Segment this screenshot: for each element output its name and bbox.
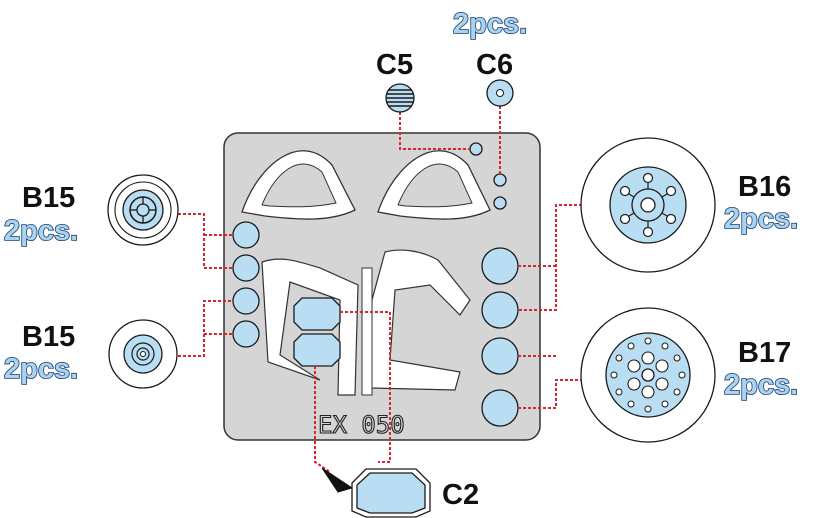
c6-label: C6: [476, 49, 513, 81]
b16-bolt-holes: [619, 172, 677, 238]
fret-part-c6-2: [493, 196, 507, 210]
callout-c5: C5: [376, 49, 415, 113]
leader-b15-bottom: [168, 300, 232, 357]
fret-part-b17-2: [481, 389, 519, 427]
fret-part-b15-2: [232, 254, 260, 282]
b15-top-spokes: [130, 197, 156, 223]
leader-c5: [399, 112, 470, 150]
wing-frame-left: [261, 258, 359, 396]
b16-qty: 2pcs.: [724, 203, 798, 235]
b15-bottom-qty: 2pcs.: [4, 353, 78, 385]
fret-part-b16-2: [481, 291, 519, 329]
b17-outer-holes: [610, 337, 686, 413]
b17-inner-holes: [627, 351, 669, 399]
c2-part: [356, 472, 426, 514]
leader-c2-a: [340, 311, 391, 463]
wing-strut-mid: [361, 267, 373, 396]
b15-bottom-ring-inner: [136, 347, 150, 361]
b16-label: B16: [738, 171, 791, 203]
fret-part-b15-1: [232, 221, 260, 249]
b15-bottom-label: B15: [22, 321, 75, 353]
fret-part-c6-1: [493, 173, 507, 187]
windshield-frame-right-inner: [397, 163, 473, 208]
fret-part-b16-1: [481, 247, 519, 285]
callout-c6: C6 2pcs.: [452, 7, 528, 107]
fret-part-c2-1: [293, 297, 341, 331]
b15-top-qty: 2pcs.: [4, 215, 78, 247]
fret-part-c2-2: [293, 333, 341, 367]
fret-part-b15-3: [232, 287, 260, 315]
b16-hub: [640, 197, 656, 213]
fret-parts: [232, 142, 519, 427]
b17-label: B17: [738, 337, 791, 369]
wing-frame-right: [369, 249, 471, 391]
callout-b16: B16 2pcs.: [580, 137, 799, 273]
leader-b15-top: [168, 213, 232, 269]
fret-part-b17-1: [481, 337, 519, 375]
c2-arrow-icon: [321, 467, 354, 493]
fret-part-c5: [469, 142, 483, 156]
windshield-frame-left-inner: [261, 163, 337, 208]
b15-top-label: B15: [22, 182, 75, 214]
c5-stripes: [386, 89, 414, 107]
b15-bottom-hub: [140, 351, 146, 357]
callout-b15-bottom: B15 2pcs.: [3, 319, 178, 389]
callout-b15-top: B15 2pcs.: [3, 174, 179, 248]
c6-part-hole: [496, 89, 504, 97]
c5-label: C5: [376, 49, 413, 81]
b17-hub: [641, 368, 655, 382]
c2-label: C2: [442, 479, 479, 511]
callout-c2: C2: [351, 468, 479, 518]
sheet-code: EX 050: [318, 411, 405, 439]
b17-qty: 2pcs.: [724, 369, 798, 401]
b15-top-hub: [136, 203, 150, 217]
b15-bottom-ring: [131, 342, 155, 366]
c6-qty: 2pcs.: [453, 8, 527, 40]
leader-c2-b: [314, 366, 331, 473]
callout-b17: B17 2pcs.: [580, 307, 799, 443]
b16-spoke-lines: [628, 183, 668, 227]
fret-part-b15-4: [232, 320, 260, 348]
